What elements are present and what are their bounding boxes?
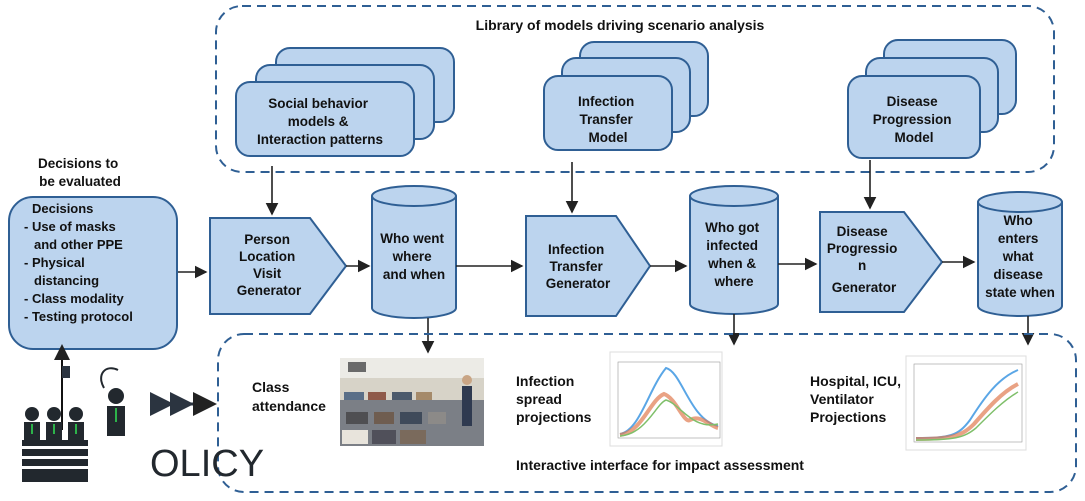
spread-line2: spread	[516, 391, 562, 407]
person-generator: Person Location Visit Generator	[209, 217, 348, 315]
decisions-title: Decisions	[32, 201, 93, 216]
interface-container	[217, 333, 1077, 493]
decision-item-4: distancing	[34, 273, 99, 288]
class-attendance-line2: attendance	[252, 398, 326, 414]
infection-spread-plot-thumbnail	[609, 351, 723, 447]
who-got-infected-datastore: Who got infected when & where	[689, 185, 779, 315]
social-model-line1: Social behavior	[268, 96, 369, 111]
class-attendance-line1: Class	[252, 379, 290, 395]
svg-text:Infection Transfer: Infection Transfer Model	[578, 94, 638, 145]
infection-generator-line1: Infection	[548, 242, 604, 257]
who-went-line1: Who went	[380, 231, 444, 246]
hospital-line2: Ventilator	[810, 391, 874, 407]
infection-model-line2: Transfer	[579, 112, 633, 127]
svg-text:Decisions - Use of masks: Decisions - Use of masks and other PPE -…	[24, 201, 133, 324]
decisions-box: Decisions - Use of masks and other PPE -…	[8, 196, 178, 350]
disease-model-line3: Model	[895, 130, 934, 145]
svg-text:Decisions to be evaluated: Decisions to be evaluated	[38, 156, 122, 189]
who-enters-datastore: Who enters what disease state when	[977, 191, 1063, 317]
social-model-line3: Interaction patterns	[257, 132, 383, 147]
who-went-line2: where	[392, 249, 433, 264]
decision-item-5: - Class modality	[24, 291, 124, 306]
hospital-plot-thumbnail	[905, 355, 1027, 451]
decision-item-2: and other PPE	[34, 237, 123, 252]
speaker-icon	[108, 388, 124, 404]
who-infected-line4: where	[713, 274, 754, 289]
person-generator-line3: Visit	[253, 266, 282, 281]
person-icon	[47, 407, 61, 421]
library-title: Library of models driving scenario analy…	[476, 17, 765, 33]
svg-text:Social behavior models &: Social behavior models & Interaction pat…	[257, 96, 383, 147]
disease-generator-line3: n	[858, 258, 866, 273]
disease-generator-line1: Disease	[837, 224, 889, 239]
svg-text:Who enters what: Who enters what disease state when	[985, 213, 1055, 300]
decisions-heading-line1: Decisions to	[38, 156, 118, 171]
spread-line3: projections	[516, 409, 592, 425]
library-container	[215, 5, 1055, 173]
disease-model-stack: Disease Progression Model	[847, 39, 1017, 159]
svg-text:Class attendance: Class attendance	[252, 379, 326, 414]
infection-model-line1: Infection	[578, 94, 634, 109]
who-enters-line5: state when	[985, 285, 1055, 300]
svg-text:Infection spread proje: Infection spread projections	[516, 373, 592, 425]
svg-text:Disease Progressio: Disease Progressio n Generator	[827, 224, 901, 295]
policy-text: OLICY	[150, 443, 264, 485]
who-went-datastore: Who went where and when	[371, 185, 457, 319]
infection-generator-line2: Transfer	[549, 259, 603, 274]
classroom-photo	[340, 358, 484, 446]
who-infected-line1: Who got	[705, 220, 759, 235]
policy-illustration: OLICY	[22, 344, 264, 485]
who-went-line3: and when	[383, 267, 445, 282]
who-enters-line2: enters	[998, 231, 1039, 246]
social-model-line2: models &	[288, 114, 349, 129]
who-enters-line1: Who	[1003, 213, 1032, 228]
social-model-stack: Social behavior models & Interaction pat…	[235, 47, 455, 157]
svg-text:Who went where and: Who went where and when	[380, 231, 448, 282]
who-infected-line2: infected	[706, 238, 758, 253]
infection-generator: Infection Transfer Generator	[525, 215, 652, 317]
infection-model-line3: Model	[589, 130, 628, 145]
svg-text:Hospital, ICU, Ventilator: Hospital, ICU, Ventilator Projections	[810, 373, 905, 425]
infection-generator-line3: Generator	[546, 276, 611, 291]
disease-model-line2: Progression	[873, 112, 952, 127]
decision-item-6: - Testing protocol	[24, 309, 133, 324]
hospital-line3: Projections	[810, 409, 886, 425]
interface-title: Interactive interface for impact assessm…	[516, 457, 804, 473]
person-generator-line1: Person	[244, 232, 290, 247]
decisions-heading-line2: be evaluated	[39, 174, 121, 189]
disease-generator-line4: Generator	[832, 280, 897, 295]
person-generator-line2: Location	[239, 249, 295, 264]
who-enters-line3: what	[1002, 249, 1034, 264]
svg-text:Infection Transfer: Infection Transfer Generator	[546, 242, 611, 291]
decision-item-1: - Use of masks	[24, 219, 116, 234]
decision-item-3: - Physical	[24, 255, 85, 270]
who-infected-line3: when &	[707, 256, 756, 271]
person-icon	[25, 407, 39, 421]
person-icon	[69, 407, 83, 421]
infection-model-stack: Infection Transfer Model	[543, 41, 709, 151]
hospital-line1: Hospital, ICU,	[810, 373, 901, 389]
disease-model-line1: Disease	[887, 94, 939, 109]
svg-text:Who got infected w: Who got infected when & where	[705, 220, 763, 289]
disease-generator-line2: Progressio	[827, 241, 898, 256]
svg-text:Disease Progression: Disease Progression Model	[873, 94, 956, 145]
person-generator-line4: Generator	[237, 283, 302, 298]
spread-line1: Infection	[516, 373, 574, 389]
who-enters-line4: disease	[993, 267, 1043, 282]
svg-text:Person Location Vi: Person Location Visit Generator	[237, 232, 302, 298]
disease-generator: Disease Progressio n Generator	[819, 211, 944, 313]
